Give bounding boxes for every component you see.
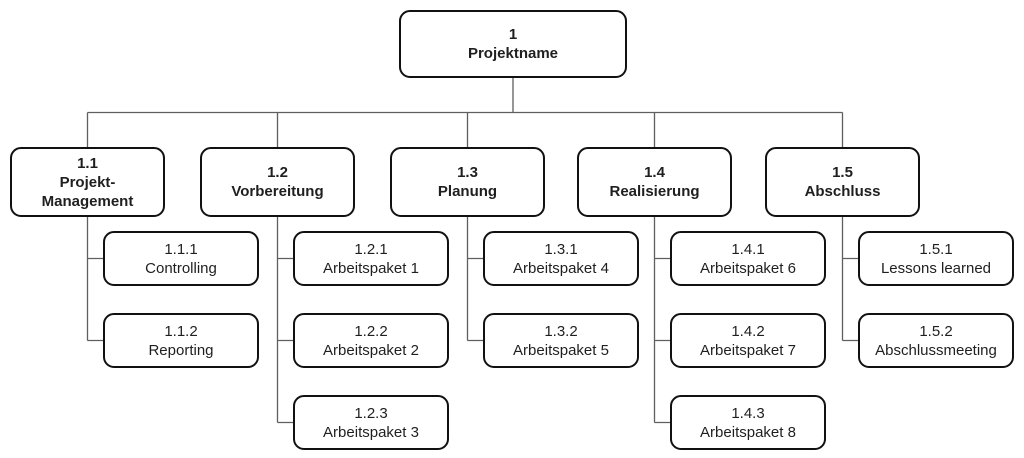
node-label: Arbeitspaket 6 — [700, 259, 796, 277]
connector-root-bus — [86, 78, 844, 147]
node-id: 1.3 — [457, 164, 478, 181]
wbs-node-1-3-1: 1.3.1 Arbeitspaket 4 — [483, 231, 639, 286]
node-id: 1.1.1 — [164, 240, 198, 258]
node-id: 1 — [508, 26, 518, 43]
wbs-node-1-2-3: 1.2.3 Arbeitspaket 3 — [293, 395, 449, 450]
node-id: 1.1 — [77, 154, 98, 172]
wbs-node-1-2: 1.2 Vorbereitung — [200, 147, 355, 217]
wbs-node-1-4-2: 1.4.2 Arbeitspaket 7 — [670, 313, 826, 368]
wbs-node-1-3-2: 1.3.2 Arbeitspaket 5 — [483, 313, 639, 368]
node-label: Arbeitspaket 4 — [513, 259, 609, 277]
node-label: Planung — [437, 183, 498, 200]
wbs-node-1-5-2: 1.5.2 Abschlussmeeting — [858, 313, 1014, 368]
node-id: 1.5.2 — [919, 322, 953, 340]
wbs-node-1-2-2: 1.2.2 Arbeitspaket 2 — [293, 313, 449, 368]
connector-branch-1-4 — [653, 217, 670, 424]
wbs-node-1-5: 1.5 Abschluss — [765, 147, 920, 217]
node-label: Projekt- — [59, 173, 116, 191]
wbs-node-1-5-1: 1.5.1 Lessons learned — [858, 231, 1014, 286]
node-label: Projektname — [467, 45, 559, 62]
node-id: 1.4 — [644, 164, 665, 181]
node-label: Abschluss — [804, 183, 881, 200]
node-label: Arbeitspaket 7 — [700, 341, 796, 359]
node-id: 1.3.2 — [544, 322, 578, 340]
wbs-node-1-4-3: 1.4.3 Arbeitspaket 8 — [670, 395, 826, 450]
connector-branch-1-1 — [86, 217, 103, 342]
node-label: Controlling — [145, 259, 217, 277]
node-label: Arbeitspaket 8 — [700, 423, 796, 441]
node-label-line2: Management — [41, 192, 134, 210]
node-id: 1.4.1 — [731, 240, 765, 258]
node-id: 1.2.3 — [354, 404, 388, 422]
node-id: 1.5.1 — [919, 240, 953, 258]
connector-branch-1-3 — [466, 217, 483, 342]
node-label: Lessons learned — [880, 259, 992, 277]
wbs-node-1-1: 1.1 Projekt- Management — [10, 147, 165, 217]
wbs-node-1-4-1: 1.4.1 Arbeitspaket 6 — [670, 231, 826, 286]
node-label: Arbeitspaket 5 — [513, 341, 609, 359]
connector-branch-1-2 — [276, 217, 293, 424]
wbs-node-1-3: 1.3 Planung — [390, 147, 545, 217]
wbs-node-1-4: 1.4 Realisierung — [577, 147, 732, 217]
node-id: 1.2.1 — [354, 240, 388, 258]
node-label: Arbeitspaket 1 — [323, 259, 419, 277]
wbs-node-1-1-1: 1.1.1 Controlling — [103, 231, 259, 286]
node-id: 1.2.2 — [354, 322, 388, 340]
node-id: 1.3.1 — [544, 240, 578, 258]
node-id: 1.2 — [267, 164, 288, 181]
wbs-node-1-1-2: 1.1.2 Reporting — [103, 313, 259, 368]
node-id: 1.4.3 — [731, 404, 765, 422]
node-label: Reporting — [148, 341, 214, 359]
node-id: 1.5 — [832, 164, 853, 181]
node-label: Arbeitspaket 3 — [323, 423, 419, 441]
node-id: 1.1.2 — [164, 322, 198, 340]
node-id: 1.4.2 — [731, 322, 765, 340]
node-label: Abschlussmeeting — [875, 341, 997, 359]
node-label: Realisierung — [609, 183, 700, 200]
node-label: Vorbereitung — [231, 183, 324, 200]
wbs-node-1-2-1: 1.2.1 Arbeitspaket 1 — [293, 231, 449, 286]
wbs-node-root: 1 Projektname — [399, 10, 627, 78]
node-label: Arbeitspaket 2 — [323, 341, 419, 359]
connector-branch-1-5 — [841, 217, 858, 342]
